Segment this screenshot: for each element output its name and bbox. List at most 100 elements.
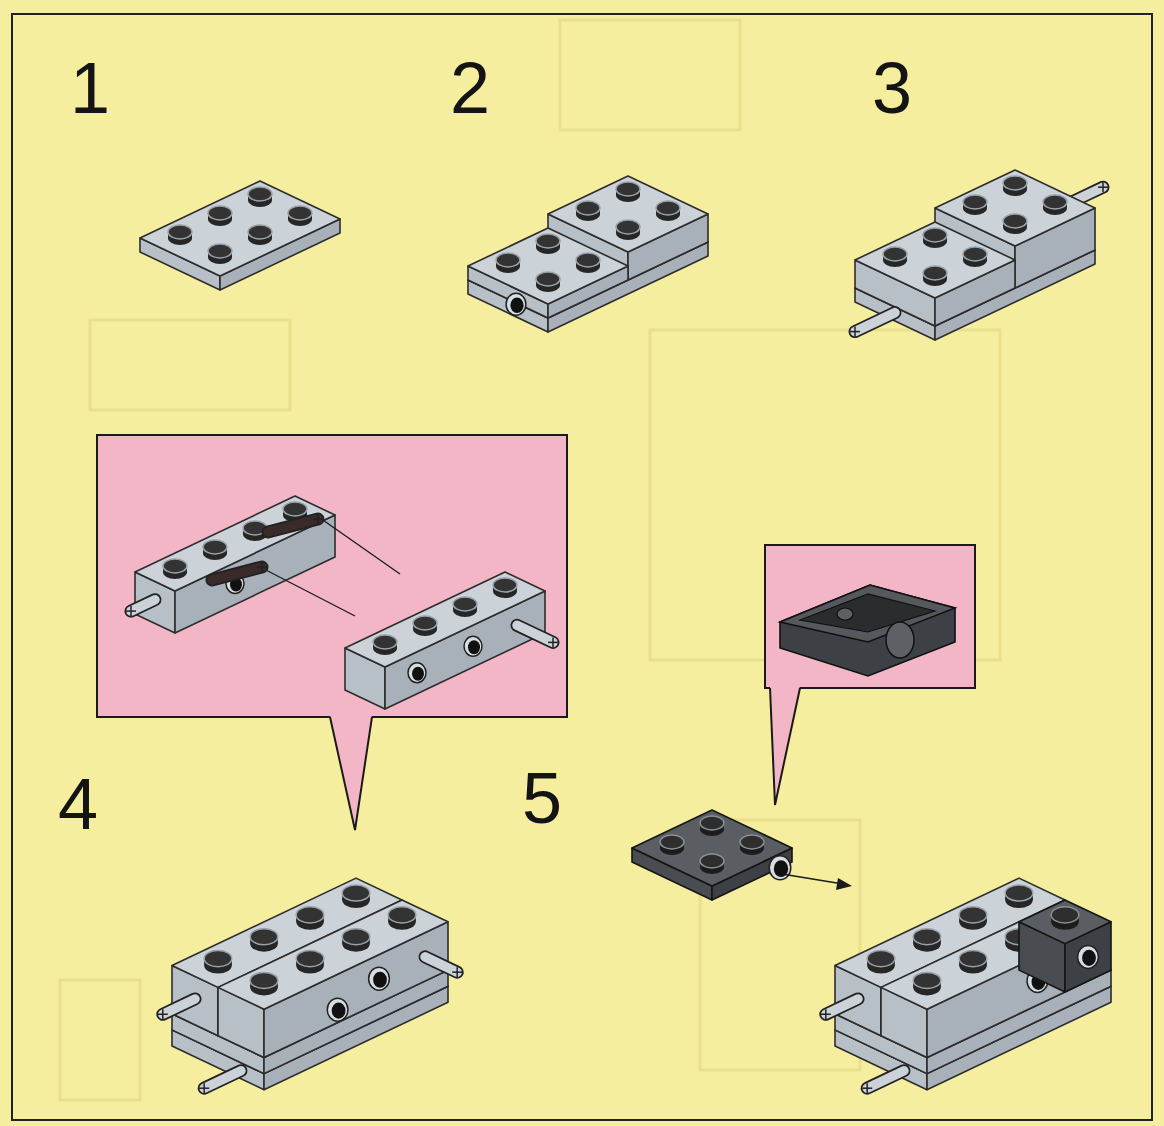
stud-top [923,228,947,242]
pin-hole-rim [769,856,791,880]
arrow-line [782,874,843,884]
callout-pointer-edge [770,688,800,805]
stud-top [388,907,416,923]
pin-hole-rim [464,636,482,656]
axle [826,999,858,1014]
pin-hole-rim [1078,945,1099,968]
axle [131,600,155,611]
pin-hole [468,640,480,654]
stud-top [700,854,724,868]
axle-cross [162,1009,164,1019]
pin-hole [412,667,424,681]
stud-top [616,182,640,196]
axle-outline [131,600,155,611]
stud-top [250,929,278,945]
stud-top [453,597,477,611]
pin-hole [373,972,387,988]
stud-top [923,266,947,280]
stud-top [250,972,278,988]
callout-pointer-edge [330,717,372,830]
stud-top [913,972,941,988]
stud-top [867,951,895,967]
axle-outline [425,957,457,972]
faint-shape [560,20,740,130]
stud-top [203,540,227,554]
step-number: 3 [872,52,912,124]
stud-top [208,206,232,220]
callout-box [765,545,975,688]
step-number: 1 [70,52,110,124]
stud-top [616,220,640,234]
callout-4 [97,435,567,830]
stud-top [963,195,987,209]
step-number: 4 [58,768,98,840]
axle-cross [854,327,856,337]
step-5-assembly [632,810,1111,1093]
axle-outline [268,519,318,532]
stud-top [342,929,370,945]
stud-top [740,835,764,849]
axle-cross [130,606,132,616]
brick-top [855,222,1015,298]
stud-top [342,885,370,901]
faint-shape [60,980,140,1100]
axle [163,999,195,1014]
axle-outline [163,999,195,1014]
brick-top [135,496,335,591]
stud-top [1003,176,1027,190]
stud-top [168,225,192,239]
leader-line [262,568,355,616]
pin-hole [510,298,523,313]
pin-hole [1082,950,1096,966]
brick-top [140,181,340,276]
axle-outline [204,1071,241,1088]
stud-top [913,929,941,945]
stud-top [576,253,600,267]
stud-top [208,244,232,258]
brick-top [632,810,792,886]
stud-top [1003,214,1027,228]
stud-top [496,253,520,267]
stud-top [163,559,187,573]
stud-top [248,225,272,239]
arrow-head [836,878,852,890]
callout-pointer [770,686,800,805]
step-number: 2 [450,52,490,124]
pin-hole-rim [369,967,390,990]
step-number: 5 [522,762,562,834]
stud-top [700,816,724,830]
stud-top [963,247,987,261]
axle-cross [261,562,263,572]
axle [425,957,457,972]
axle-cross [825,1009,827,1019]
brick-top [881,922,1065,1009]
callout-5 [765,545,975,805]
pin-hole-rim [506,293,526,315]
plate-underside [780,585,955,676]
pin-hole-rim [327,998,348,1021]
axle-outline [826,999,858,1014]
stud-top [1005,885,1033,901]
axle [212,567,262,580]
axle [268,519,318,532]
step-1-plate [140,181,340,290]
stud-top [959,951,987,967]
axle-cross [866,1083,868,1093]
under-tube [837,608,853,620]
step-4-assembly [158,878,462,1093]
plate-underside-rim [780,585,955,642]
pin-hole-tube [886,622,914,658]
stud-top [959,907,987,923]
faint-shape [650,330,1000,660]
pin-hole [332,1003,346,1019]
stud-top [536,272,560,286]
page-frame [12,14,1152,1120]
axle-cross [203,1083,205,1093]
axle-outline [517,625,553,642]
axle-cross [317,514,319,524]
axle [517,625,553,642]
stud-top [283,502,307,516]
faint-background [60,20,1000,1100]
